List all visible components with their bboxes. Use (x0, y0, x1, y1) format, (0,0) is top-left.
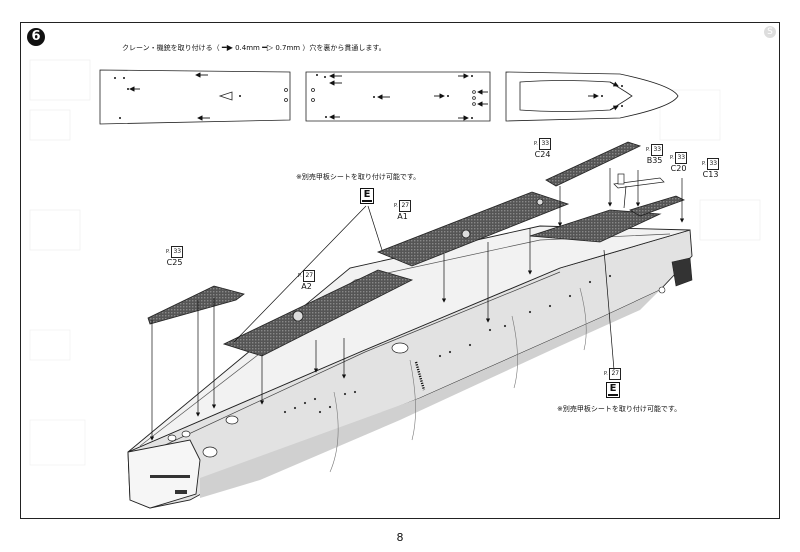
corner-step-mark: S (764, 26, 776, 38)
part-ref-B35: P. 33 B35 (646, 144, 664, 165)
sheet-note-bottom: ※別売甲板シートを取り付け可能です。 (557, 405, 682, 413)
part-B35 (613, 173, 665, 189)
deck-part-C20 (529, 209, 662, 243)
deck-part-C24 (545, 141, 642, 187)
main-hull (127, 225, 693, 509)
assembly-guide-lines (149, 168, 685, 441)
part-ref-sheet-e: P. 27 (604, 368, 622, 380)
instruction-size-1: 0.4mm (235, 44, 260, 52)
deck-sheet-e-icon: E (360, 188, 374, 204)
instruction-suffix: ）穴を裏から貫通します。 (302, 44, 386, 52)
hull-plan-mid-section (305, 71, 491, 122)
hull-plan-bow-section (99, 69, 291, 125)
deck-part-A1 (376, 191, 570, 267)
part-ref-C20: P. 33 C20 (670, 152, 688, 173)
part-ref-C24: P. 33 C24 (534, 138, 552, 159)
hull-plan-stern-section (505, 71, 679, 122)
arrow-right-icon: ━▷ (262, 43, 274, 52)
instruction-prefix: クレーン・機銃を取り付ける（ (122, 44, 220, 52)
page-number: 8 (396, 531, 404, 544)
step-number-badge: 6 (27, 28, 45, 46)
sheet-note-top: ※別売甲板シートを取り付け可能です。 (296, 173, 421, 181)
arrow-right-icon: ━▶ (221, 43, 233, 52)
deck-sheet-e-icon: E (606, 382, 620, 398)
instruction-size-2: 0.7mm (275, 44, 301, 52)
deck-part-C13 (629, 195, 686, 217)
part-ref-C13: P. 33 C13 (702, 158, 720, 179)
deck-part-C25 (147, 285, 245, 325)
part-ref-C25: P. 33 C25 (166, 246, 184, 267)
deck-part-A2 (222, 269, 414, 357)
part-ref-A1: P. 27 A1 (394, 200, 412, 221)
background-ghost-print (29, 59, 761, 466)
part-ref-A2: P. 27 A2 (298, 270, 316, 291)
drill-instruction: クレーン・機銃を取り付ける（ ━▶ 0.4mm ━▷ 0.7mm ）穴を裏から貫… (122, 43, 386, 53)
page-frame (20, 22, 780, 519)
